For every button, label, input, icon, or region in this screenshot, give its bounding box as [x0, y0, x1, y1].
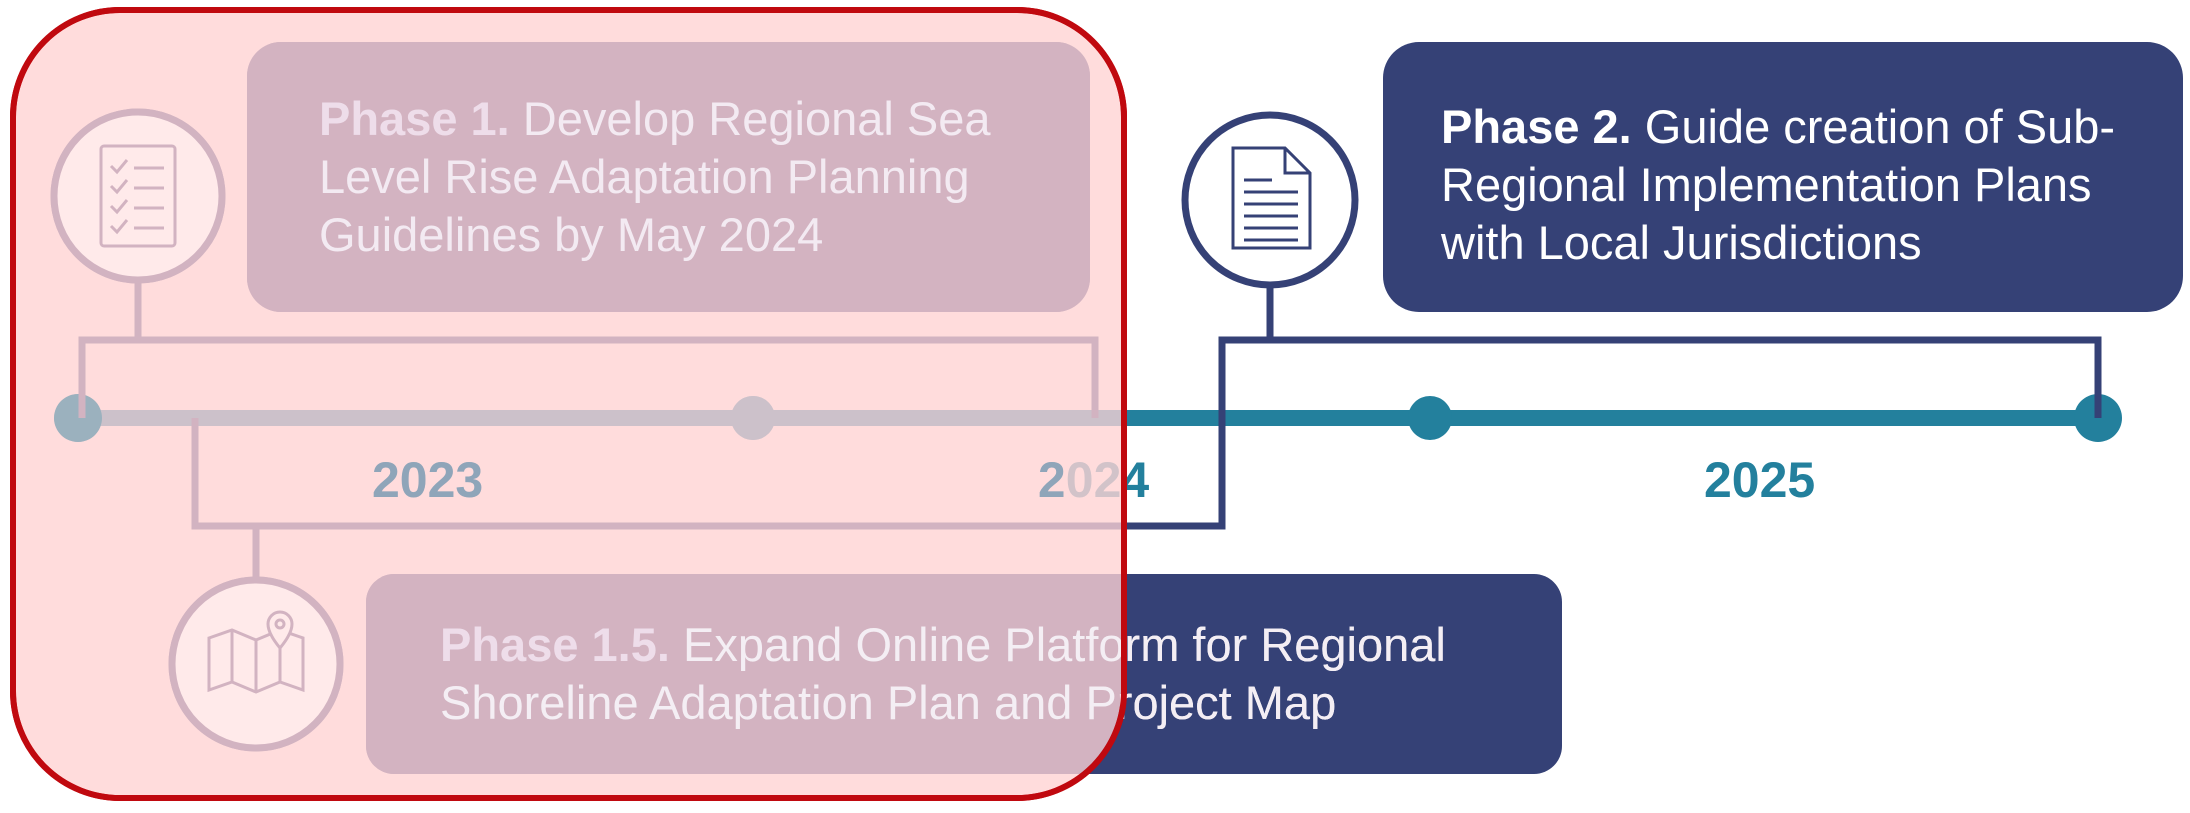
year-label-2024-overlay: 2024	[1038, 452, 1063, 508]
phase-2-title: Phase 2.	[1441, 100, 1632, 153]
phase-2-bracket	[1218, 336, 2102, 418]
phase-2-box: Phase 2. Guide creation of Sub-Regional …	[1383, 42, 2183, 312]
phase-1-5-text-layer: Phase 1.5. Expand Online Platform for Re…	[366, 574, 1562, 774]
phase-1-5-text-overlay: Expand Online Platform for Regional Shor…	[440, 618, 1446, 729]
year-label-2025: 2025	[1704, 452, 1816, 508]
timeline-dot-2024-mid	[1408, 396, 1452, 440]
phase-2-text: Guide creation of Sub-Regional Implement…	[1441, 100, 2116, 269]
document-icon	[1231, 146, 1312, 250]
year-label-2023-overlay: 2023	[372, 452, 484, 508]
phase-1-text-overlay: Develop Regional Sea Level Rise Adaptati…	[319, 92, 991, 261]
phase-1-5-title-overlay: Phase 1.5.	[440, 618, 670, 671]
phase-2-icon-circle	[1181, 111, 1359, 289]
phase-1-text-layer: Phase 1. Develop Regional Sea Level Rise…	[247, 42, 1090, 312]
phase-1-title-overlay: Phase 1.	[319, 92, 510, 145]
